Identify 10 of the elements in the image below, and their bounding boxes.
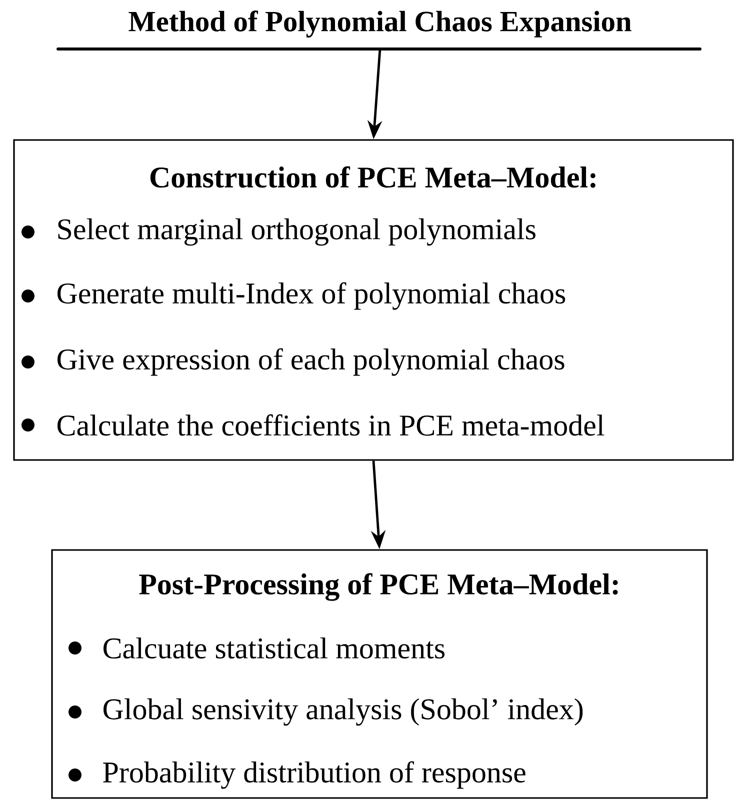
- bullet-item: Give expression of each polynomial chaos: [22, 348, 564, 376]
- bullet-item: Calculate the coefficients in PCE meta-model: [22, 414, 604, 436]
- box-heading: Post-Processing of PCE Meta–Model:: [139, 573, 618, 601]
- bullet-item: Global sensivity analysis (Sobol’ index): [68, 698, 583, 726]
- bullet-item: Select marginal orthogonal polynomials: [22, 218, 536, 246]
- title: Method of Polynomial Chaos Expansion: [56, 10, 702, 50]
- bullet-item: Probability distribution of response: [68, 761, 526, 789]
- box-heading: Construction of PCE Meta–Model:: [150, 166, 596, 188]
- bullet-item: Calcuate statistical moments: [68, 637, 444, 659]
- bullet-item: Generate multi-Index of polynomial chaos: [22, 282, 566, 310]
